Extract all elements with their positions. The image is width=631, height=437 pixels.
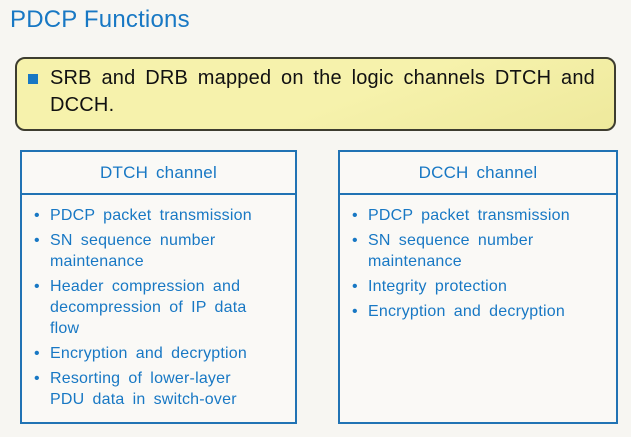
list-item: • Encryption and decryption <box>34 343 269 364</box>
list-item: • SN sequence number maintenance <box>352 230 590 272</box>
square-bullet-icon <box>28 74 38 84</box>
bullet-icon: • <box>34 232 40 249</box>
list-item-text: PDCP packet transmission <box>50 207 252 224</box>
page-title: PDCP Functions <box>10 6 190 33</box>
bullet-icon: • <box>34 370 40 387</box>
bullet-icon: • <box>352 207 358 224</box>
bullet-icon: • <box>352 278 358 295</box>
bullet-icon: • <box>34 207 40 224</box>
list-item-text: SN sequence number maintenance <box>50 232 216 270</box>
bullet-icon: • <box>34 278 40 295</box>
list-item: • Integrity protection <box>352 276 590 297</box>
panel-dtch-header: DTCH channel <box>22 152 295 195</box>
list-item: • PDCP packet transmission <box>352 205 590 226</box>
list-item-text: Header compression and decompression of … <box>50 278 247 337</box>
callout-text: SRB and DRB mapped on the logic channels… <box>50 67 595 116</box>
list-item-text: Integrity protection <box>368 278 508 295</box>
list-item: • Header compression and decompression o… <box>34 276 269 339</box>
list-item-text: Encryption and decryption <box>368 303 565 320</box>
list-item: • SN sequence number maintenance <box>34 230 269 272</box>
bullet-icon: • <box>34 345 40 362</box>
list-item-text: PDCP packet transmission <box>368 207 570 224</box>
bullet-icon: • <box>352 303 358 320</box>
list-item: • PDCP packet transmission <box>34 205 269 226</box>
callout-box: SRB and DRB mapped on the logic channels… <box>15 57 616 131</box>
panel-dcch-header: DCCH channel <box>340 152 616 195</box>
panel-dtch-list: • PDCP packet transmission • SN sequence… <box>22 195 295 410</box>
list-item: • Resorting of lower-layer PDU data in s… <box>34 368 269 410</box>
list-item-text: SN sequence number maintenance <box>368 232 534 270</box>
list-item-text: Resorting of lower-layer PDU data in swi… <box>50 370 237 408</box>
panel-dtch: DTCH channel • PDCP packet transmission … <box>20 150 297 424</box>
panel-dcch: DCCH channel • PDCP packet transmission … <box>338 150 618 424</box>
list-item-text: Encryption and decryption <box>50 345 247 362</box>
list-item: • Encryption and decryption <box>352 301 590 322</box>
bullet-icon: • <box>352 232 358 249</box>
panel-dcch-list: • PDCP packet transmission • SN sequence… <box>340 195 616 322</box>
